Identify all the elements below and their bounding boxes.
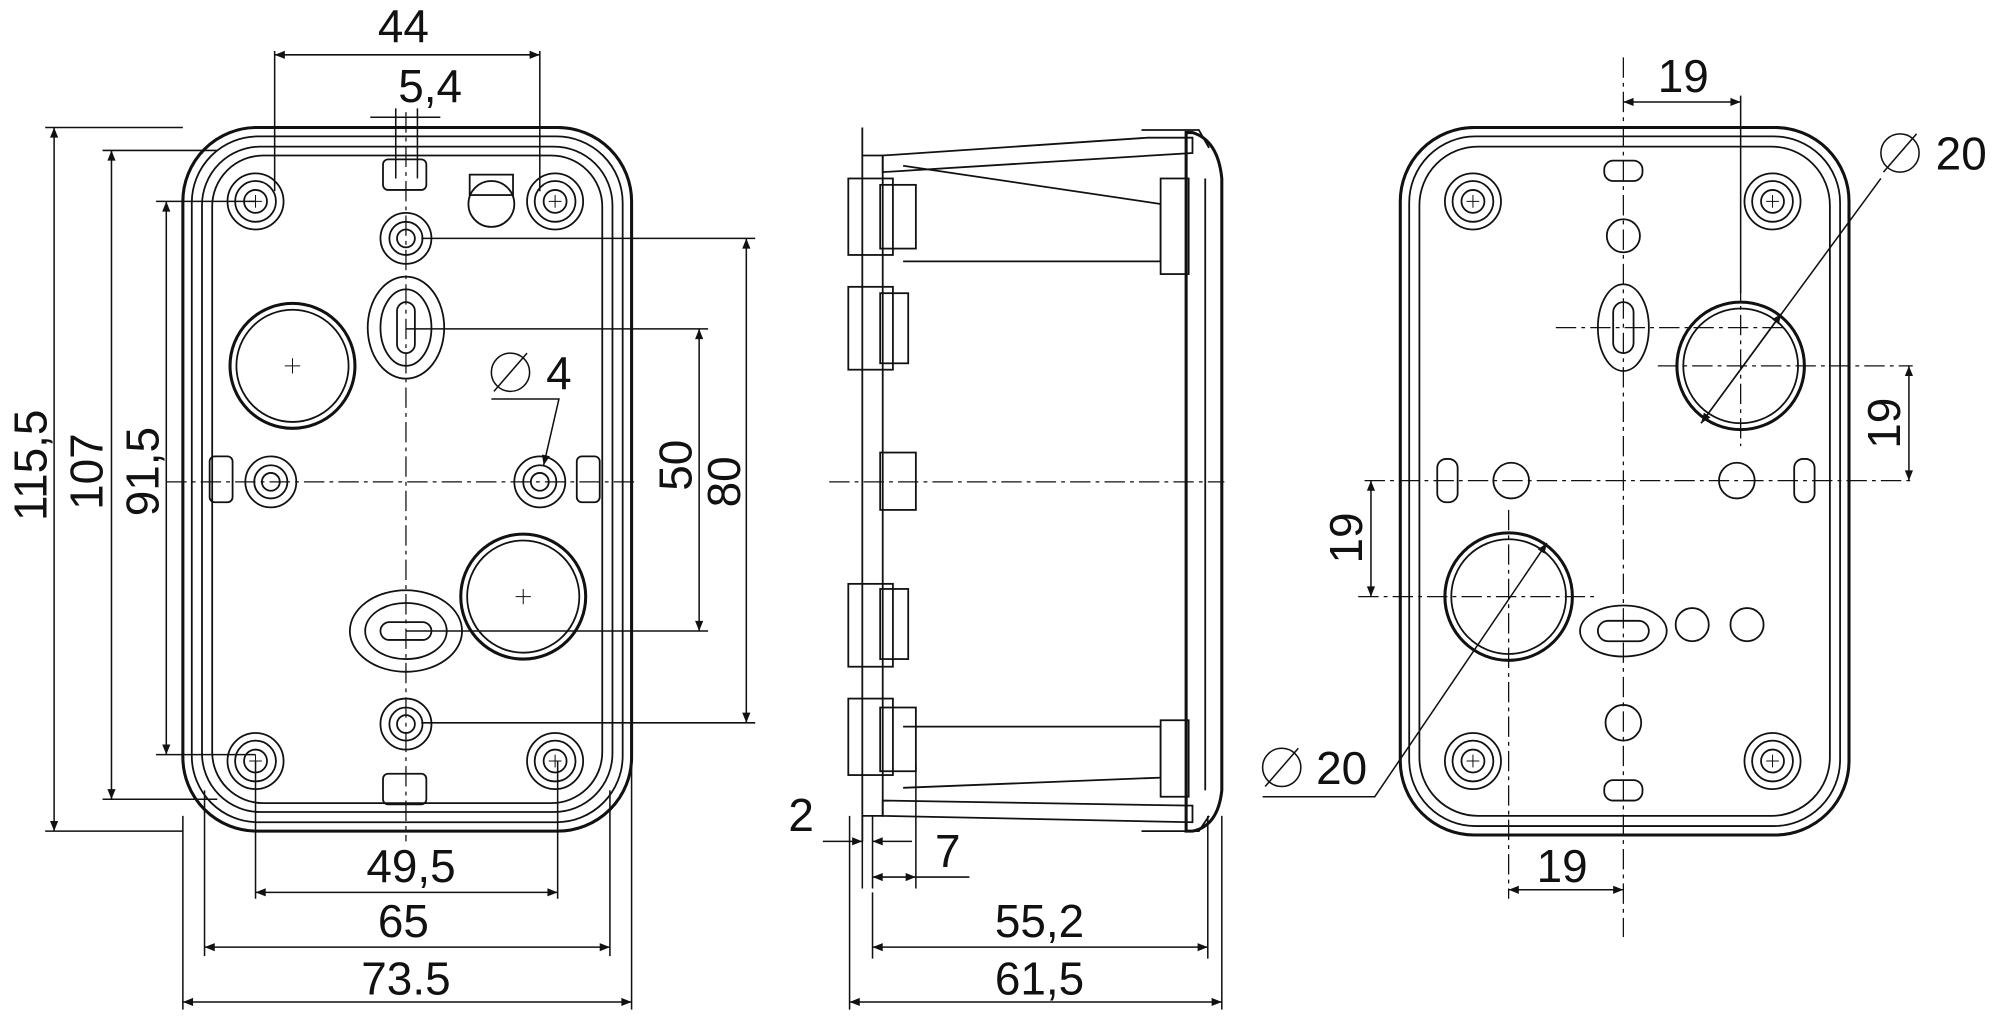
dim-49-5: 49,5 [366,840,455,892]
svg-text:20: 20 [1936,128,1987,180]
dim-50: 50 [650,440,702,491]
dim-91-5: 91,5 [117,427,169,516]
side-view: 2 7 55,2 61,5 [788,127,1225,1010]
mounting-slot [348,275,463,673]
svg-text:4: 4 [546,347,572,399]
knockout-circle [459,532,588,661]
dim-right-19: 19 [1858,398,1910,449]
dim-44: 44 [378,0,429,52]
dim-5-4: 5,4 [398,60,462,112]
front-view: 44 5,4 4 115,5 107 91,5 50 80 49,5 65 [4,0,756,1010]
svg-text:20: 20 [1316,742,1367,794]
dim-top-dia-20: 20 [1700,128,1987,424]
dim-55-2: 55,2 [995,895,1084,947]
dim-bottom-dia-20: 20 [1261,542,1548,798]
dim-2: 2 [788,789,814,841]
rear-view: 19 20 19 19 20 19 [1261,50,1987,937]
dim-61-5: 61,5 [995,952,1084,1004]
dim-7: 7 [935,825,961,877]
dim-left-19: 19 [1320,512,1372,563]
knockout-circle [228,301,357,430]
dim-115-5: 115,5 [4,410,56,521]
dim-bottom-19: 19 [1537,840,1588,892]
dim-top-19: 19 [1658,50,1709,102]
dim-107: 107 [61,433,113,510]
dim-dia-4: 4 [490,347,572,466]
dim-65: 65 [378,895,429,947]
dim-80: 80 [698,456,750,507]
dim-73-5: 73.5 [361,952,450,1004]
front-outline [181,125,634,833]
